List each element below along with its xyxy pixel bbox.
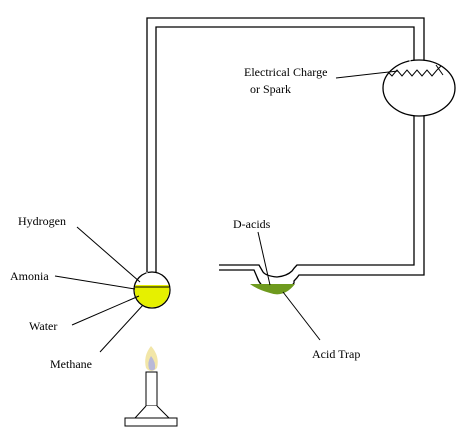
spark-label-line2: or Spark [250, 82, 291, 96]
spark-pointer [335, 70, 399, 79]
acid-trap-pointer [282, 291, 321, 341]
hydrogen-pointer [76, 226, 141, 283]
tube-inner-wall [155, 26, 415, 278]
tube-outer-wall [146, 17, 425, 294]
d-acids-pointer [257, 231, 271, 286]
gas-mixture-liquid [134, 285, 170, 308]
lower-flask [133, 271, 171, 309]
amonia-pointer [54, 275, 136, 290]
methane-pointer [99, 304, 144, 353]
water-label: Water [29, 319, 57, 333]
d-acids-label: D-acids [233, 217, 271, 231]
spark-label-line1: Electrical Charge [244, 65, 327, 79]
bunsen-burner [124, 346, 178, 427]
water-pointer [71, 295, 140, 326]
spark-flask [382, 59, 456, 117]
amonia-label: Amonia [10, 269, 49, 283]
hydrogen-label: Hydrogen [18, 214, 66, 228]
acid-trap-label: Acid Trap [312, 347, 360, 361]
methane-label: Methane [50, 357, 92, 371]
acid-trap-pool [250, 284, 295, 295]
